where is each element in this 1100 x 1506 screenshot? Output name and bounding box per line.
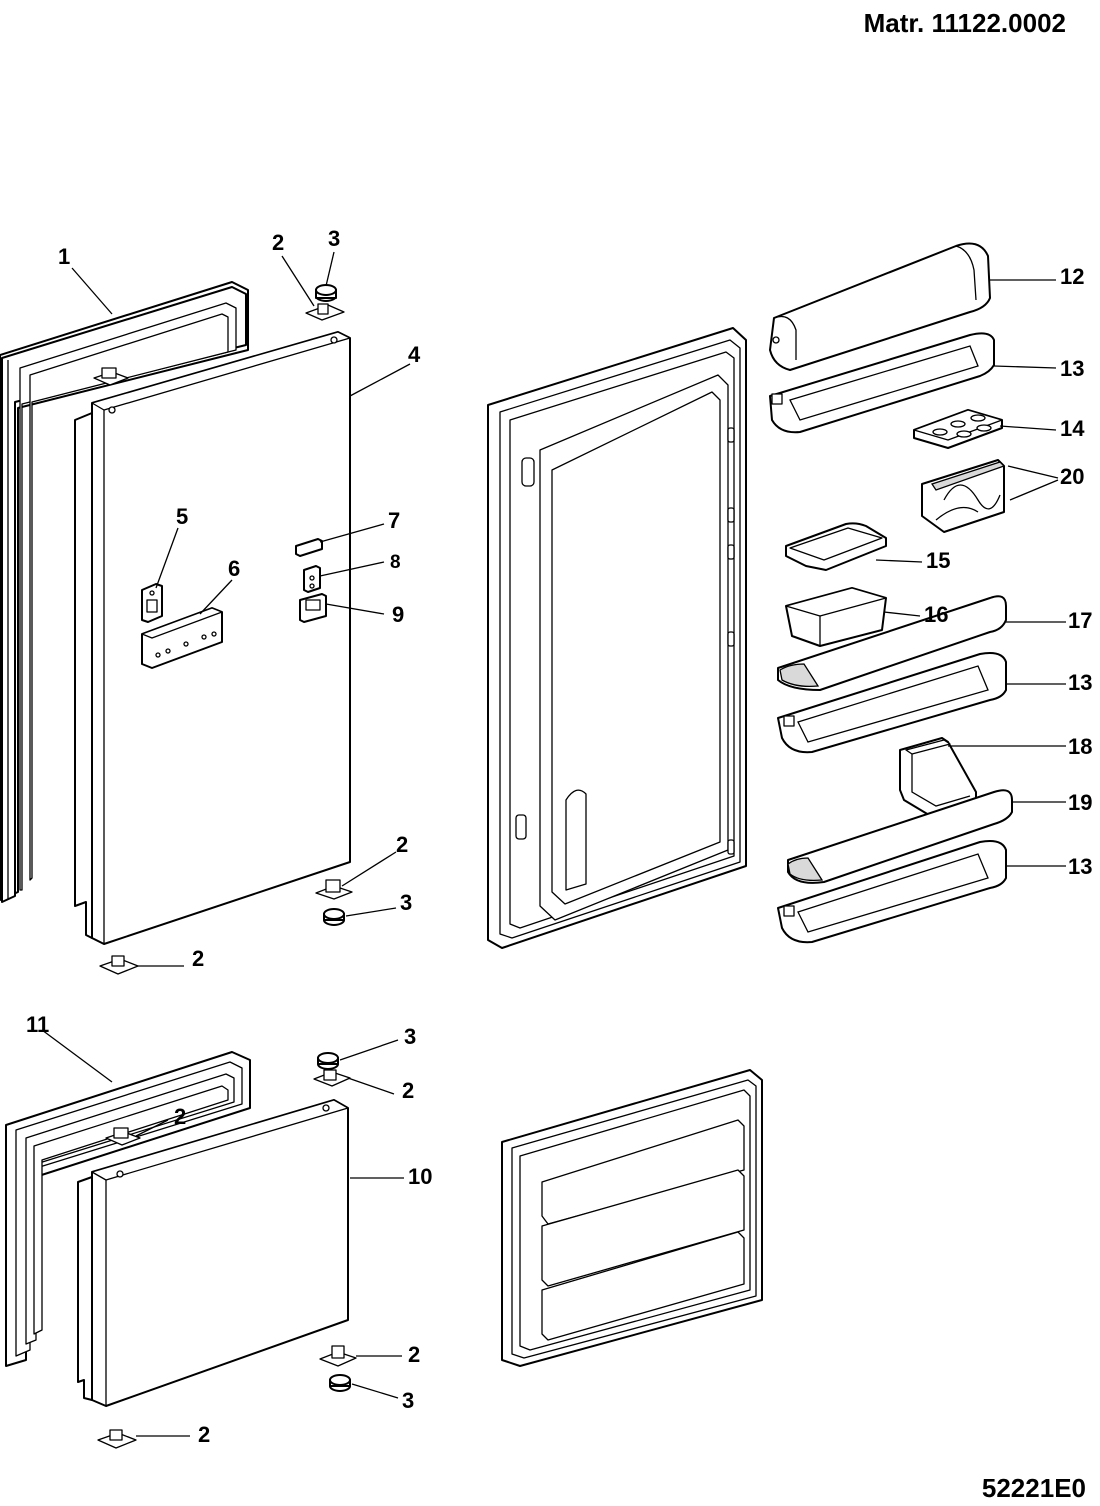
callout-7: 7	[388, 508, 400, 533]
part-19-shelf-guard-lower	[787, 789, 1013, 884]
callout-9: 9	[392, 602, 404, 627]
part-14-egg-tray	[913, 409, 1003, 449]
callout-2-mid: 2	[396, 832, 408, 857]
part-3-hinge-bush-mid	[323, 908, 345, 926]
callout-3-freezer-top: 3	[404, 1024, 416, 1049]
callout-11: 11	[26, 1012, 49, 1037]
part-3-hinge-bush-freezer-bottom	[329, 1374, 351, 1392]
part-16-small-box	[785, 587, 887, 647]
callout-10: 10	[408, 1164, 432, 1189]
callout-13-top: 13	[1060, 356, 1084, 381]
inner-door-liner-upper	[487, 327, 747, 949]
part-2-hinge-plate-low-left	[99, 955, 139, 975]
part-13-door-shelf-top	[769, 332, 995, 434]
callout-18: 18	[1068, 734, 1092, 759]
callout-3-freezer-bottom: 3	[402, 1388, 414, 1413]
material-reference: Matr. 11122.0002	[864, 8, 1066, 38]
hinge-stud-top-left	[93, 367, 129, 386]
callout-2-freezer-stud: 2	[174, 1104, 186, 1129]
callout-13-middle: 13	[1068, 670, 1092, 695]
part-12-butter-compartment	[769, 242, 991, 371]
part-5-bracket	[141, 583, 163, 623]
part-8-catch	[303, 565, 321, 593]
callout-4: 4	[408, 342, 421, 367]
part-7-cover	[295, 538, 323, 557]
callout-2-freezer-bottom: 2	[408, 1342, 420, 1367]
part-2-hinge-plate-freezer-top	[313, 1069, 351, 1087]
callout-3-top: 3	[328, 226, 340, 251]
hinge-stud-freezer-left	[105, 1127, 141, 1146]
part-1-door-gasket	[0, 281, 249, 903]
part-20-bottle-divider	[921, 459, 1006, 533]
leader-lines	[41, 251, 1066, 1437]
callout-16: 16	[924, 602, 948, 627]
callout-8: 8	[390, 552, 401, 573]
part-15-cover	[785, 522, 887, 571]
callout-6: 6	[228, 556, 240, 581]
callout-labels: 1 2 3 4 5 6 7 8 9 2 3 2 11 3 2 2 10 2 3 …	[26, 226, 1092, 1447]
callout-14: 14	[1060, 416, 1085, 441]
part-3-hinge-bush-top	[315, 284, 337, 302]
part-18-bottle-holder	[899, 737, 977, 819]
callout-12: 12	[1060, 264, 1084, 289]
part-9-latch	[299, 593, 327, 623]
part-2-hinge-plate-mid	[315, 879, 353, 900]
part-2-hinge-plate-freezer-bottom	[319, 1345, 357, 1367]
callout-3-mid: 3	[400, 890, 412, 915]
part-2-hinge-plate-top	[305, 303, 345, 321]
callout-15: 15	[926, 548, 950, 573]
callout-1: 1	[58, 244, 70, 269]
drawing-code: 52221E0	[982, 1473, 1086, 1503]
callout-2-top: 2	[272, 230, 284, 255]
callout-17: 17	[1068, 608, 1092, 633]
part-3-hinge-bush-freezer-top	[317, 1052, 339, 1070]
part-17-shelf-guard	[777, 595, 1007, 691]
callout-20: 20	[1060, 464, 1084, 489]
part-13-door-shelf-middle	[777, 652, 1007, 754]
part-6-handle-bracket	[141, 607, 223, 669]
callout-19: 19	[1068, 790, 1092, 815]
callout-13-lower: 13	[1068, 854, 1092, 879]
callout-2-freezer-low-left: 2	[198, 1422, 210, 1447]
callout-2-low-left: 2	[192, 946, 204, 971]
part-2-hinge-plate-freezer-low-left	[97, 1429, 137, 1449]
callout-2-freezer-top: 2	[402, 1078, 414, 1103]
part-10-freezer-door-panel	[77, 1099, 349, 1407]
inner-door-liner-freezer	[501, 1069, 763, 1367]
part-13-door-shelf-lower	[777, 840, 1007, 944]
callout-5: 5	[176, 504, 188, 529]
